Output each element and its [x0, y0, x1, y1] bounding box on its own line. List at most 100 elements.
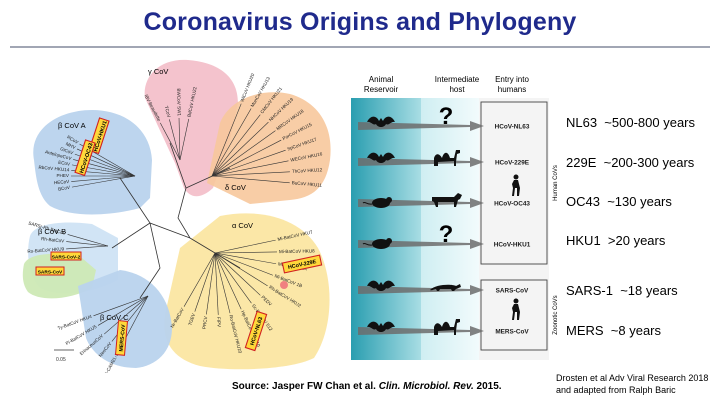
tree-branch [128, 295, 149, 314]
virus-age-value: ~18 years [612, 283, 678, 298]
hcov-229e-label: HCoV-229E [288, 259, 318, 271]
virus-age-value: >20 years [600, 233, 666, 248]
transmission-row: ? HCoV-HKU1 [358, 221, 531, 249]
delta-clade-region [207, 92, 331, 204]
tree-branch [179, 141, 185, 161]
virus-age-value: ~200-300 years [596, 155, 695, 170]
tree-branch [106, 175, 136, 179]
virus-name-label: HCoV-HKU1 [494, 242, 531, 249]
tree-branch [214, 252, 239, 269]
credit-line-1: Drosten et al Adv Viral Research 2018 [556, 373, 709, 383]
tree-branch [229, 108, 252, 146]
hcov-229e-highlight: HCoV-229E [281, 254, 323, 274]
tree-branch [160, 122, 172, 144]
tree-branch [211, 159, 244, 177]
virus-name-label: SARS-CoV [496, 288, 529, 295]
tree-leaf-label: MHV [65, 141, 77, 150]
tree-branch [214, 252, 236, 273]
beta-c-clade-region [78, 270, 172, 368]
tree-branch [247, 171, 290, 175]
virus-age-entry: MERS ~8 years [566, 323, 661, 338]
transmission-row: MERS-CoV [358, 319, 529, 336]
virus-age-name: OC43 [566, 194, 600, 209]
camel-icon [434, 319, 460, 335]
tree-branch [206, 280, 212, 315]
tree-branch [242, 239, 276, 248]
page-title: Coronavirus Origins and Phylogeny [143, 8, 577, 36]
tree-branch [214, 252, 228, 279]
virus-age-name: NL63 [566, 115, 598, 130]
tree-branch [125, 295, 149, 310]
civet-icon [430, 284, 461, 291]
tree-leaf-label: TGEV [187, 312, 196, 326]
source-citation: Source: Jasper FW Chan et al. Clin. Micr… [232, 381, 502, 392]
tree-branch [233, 114, 261, 149]
person-icon [512, 174, 520, 196]
tree-branch [170, 143, 181, 161]
virus-age-value: ~130 years [599, 194, 672, 209]
tree-branch [211, 164, 246, 177]
human-cov-box [480, 101, 548, 265]
tree-branch [107, 165, 136, 177]
sars-cov-label: SARS-CoV [38, 270, 63, 276]
virus-name-label: HCoV-OC43 [494, 201, 530, 208]
human-cov-side-label: Human CoVs [553, 165, 559, 201]
tree-branch [169, 119, 176, 142]
tree-branch [106, 175, 136, 182]
virus-name-label: HCoV-NL63 [495, 124, 530, 131]
tree-branch [89, 243, 109, 247]
virus-name-label: HCoV-229E [495, 160, 530, 167]
tree-leaf-label: RbCoV HKU14 [38, 165, 70, 173]
source-journal: Clin. Microbiol. Rev. [378, 381, 474, 392]
intermediate-column [421, 98, 479, 360]
tree-branch [221, 279, 231, 314]
tree-branch [237, 121, 269, 152]
tree-branch [216, 280, 219, 315]
entry-column [479, 98, 549, 360]
tree-branch [235, 271, 261, 296]
beta-a-clade-region [33, 110, 152, 215]
credit-line-2: and adapted from Ralph Baric [556, 385, 676, 395]
tree-branch [106, 173, 136, 177]
tree-branch [109, 161, 136, 177]
tree-branch [178, 118, 180, 142]
delta-cov-label: δ CoV [225, 183, 246, 192]
virus-name-label: MERS-CoV [495, 329, 529, 336]
camel-icon [434, 150, 460, 166]
tree-leaf-label: PHEV [56, 173, 69, 178]
tree-leaf-label: BuCoV HKU11 [292, 180, 323, 188]
source-year: 2015. [476, 381, 502, 392]
mers-cov-highlight: MERS-CoV [114, 320, 129, 356]
virus-age-name: SARS-1 [566, 283, 613, 298]
tree-branch [211, 145, 230, 177]
svg-text:?: ? [439, 221, 454, 248]
tree-leaf-label: ThCoV HKU12 [292, 167, 323, 174]
svg-text:?: ? [439, 103, 454, 130]
tree-branch [240, 130, 276, 156]
tree-branch [108, 163, 136, 177]
outbreak-marker [280, 281, 288, 289]
title-divider [10, 46, 710, 48]
tree-leaf-label: BWCoV SW1 [176, 88, 182, 116]
tree-leaf-label: Ro-BatCoV HKU9 [27, 246, 64, 254]
phylogenetic-tree: γ CoV δ CoV α CoV β CoV A β CoV B β CoV … [22, 59, 331, 373]
tree-branch [224, 103, 242, 144]
tree-branch [214, 252, 223, 281]
tree-leaf-label: BCoV [58, 185, 72, 192]
mers-cov-label: MERS-CoV [119, 324, 127, 352]
tree-branch [214, 252, 242, 264]
bat-icon [367, 321, 395, 332]
tree-branch [246, 160, 289, 170]
virus-age-entry: NL63 ~500-800 years [566, 115, 695, 130]
zoonotic-cov-box [480, 279, 548, 351]
tree-leaf-label: ECoV [58, 160, 72, 167]
tree-branch [71, 180, 107, 188]
tree-branch [211, 173, 248, 177]
tree-leaf-label: TCoV [164, 105, 172, 119]
sars-cov-2-label: SARS-CoV-2 [52, 255, 81, 261]
tree-branch [67, 234, 90, 242]
